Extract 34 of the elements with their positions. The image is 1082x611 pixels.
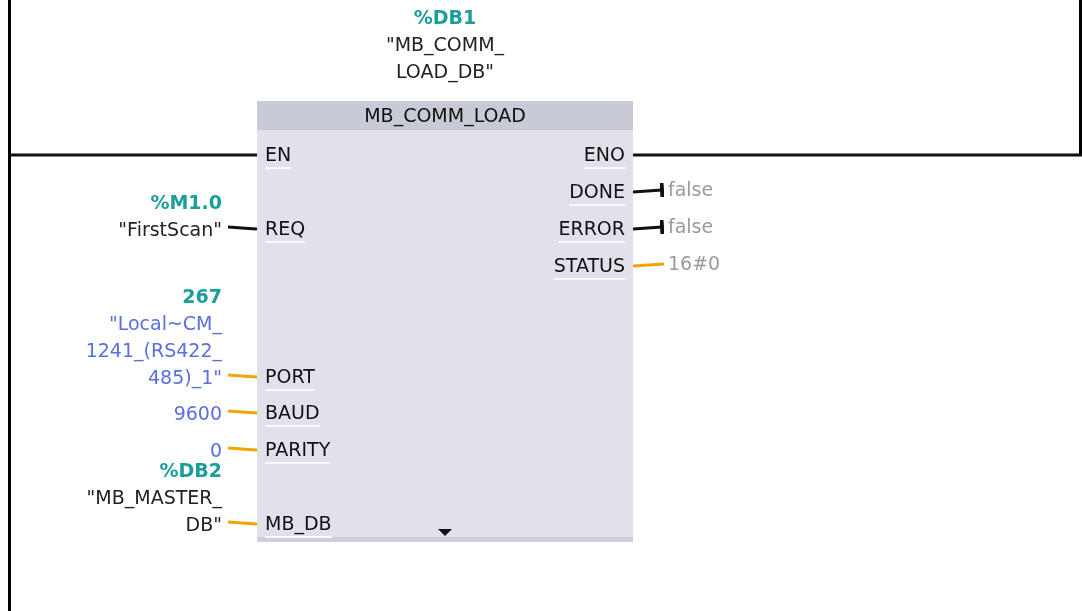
pin-label: STATUS <box>553 252 625 280</box>
wire <box>632 182 665 198</box>
pin-label: DONE <box>569 178 625 206</box>
power-rail <box>8 0 11 611</box>
pin-label: PORT <box>265 363 315 391</box>
wire <box>11 153 257 157</box>
wire <box>633 153 1082 157</box>
address-label: %DB1 <box>413 5 477 30</box>
wire <box>227 225 258 231</box>
wire <box>632 262 665 268</box>
address-label: 267 <box>182 284 222 309</box>
pin-label: MB_DB <box>265 510 332 538</box>
pin-label: ENO <box>583 141 625 169</box>
pin-label: ERROR <box>558 215 625 243</box>
operand-value: 9600 <box>173 401 222 426</box>
wire <box>227 446 258 452</box>
wire <box>632 219 665 235</box>
pin-label: EN <box>265 141 292 169</box>
operand-value: false <box>668 177 714 202</box>
operand-value: "FirstScan" <box>118 217 222 242</box>
operand-value: 16#0 <box>668 251 721 276</box>
wire <box>227 409 258 415</box>
operand-value: false <box>668 214 714 239</box>
operand-value: "MB_MASTER_DB" <box>85 485 222 537</box>
pin-label: REQ <box>265 215 306 243</box>
wire <box>227 373 258 379</box>
pin-label: BAUD <box>265 399 320 427</box>
function-block <box>257 101 633 542</box>
wire <box>227 520 258 526</box>
instance-name: "MB_COMM_LOAD_DB" <box>384 32 506 85</box>
pin-label: PARITY <box>265 436 331 464</box>
block-title: MB_COMM_LOAD <box>257 101 633 130</box>
address-label: %M1.0 <box>150 190 222 215</box>
operand-value: "Local~CM_1241_(RS422_485)_1" <box>84 311 222 391</box>
